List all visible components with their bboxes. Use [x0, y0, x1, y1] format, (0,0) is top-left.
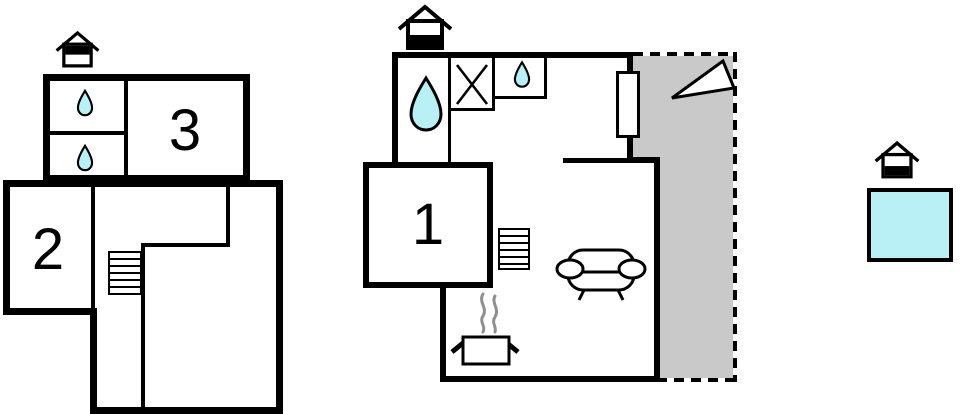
staircase-icon [498, 228, 530, 270]
terrace-dashed-border [657, 378, 735, 382]
outer-wall [627, 157, 660, 163]
outer-wall [3, 180, 10, 315]
waterdrop-icon [76, 88, 94, 117]
pool [867, 188, 953, 262]
sink-waterdrop-icon [513, 60, 531, 88]
interior-wall [141, 243, 145, 407]
outer-wall [3, 308, 97, 315]
north-arrow-icon [671, 58, 737, 100]
room-3-label: 3 [168, 98, 202, 163]
waterdrop-icon [76, 143, 94, 172]
outer-wall [90, 308, 97, 414]
outer-wall [627, 52, 633, 76]
interior-wall [448, 108, 495, 111]
interior-wall [563, 158, 627, 163]
waterdrop-icon [409, 75, 443, 132]
outer-wall [627, 136, 633, 162]
interior-wall [141, 243, 230, 247]
terrace-dashed-border [733, 52, 737, 382]
interior-wall [124, 81, 128, 175]
outer-wall [90, 407, 283, 414]
room-2-label: 2 [31, 217, 65, 282]
room-1-outline [363, 162, 493, 288]
outer-wall [3, 180, 283, 187]
stove-icon [455, 64, 489, 105]
window-marker [616, 71, 640, 138]
upper-block-outline [43, 74, 250, 182]
outer-wall [654, 157, 660, 382]
house-ground-level-icon [397, 4, 453, 50]
room-1-label: 1 [411, 192, 445, 257]
interior-wall [492, 58, 495, 111]
house-ground-level-icon [874, 140, 920, 179]
interior-wall [91, 187, 95, 308]
house-upper-level-icon [55, 30, 100, 68]
terrace-area [660, 56, 733, 378]
interior-wall [226, 187, 230, 245]
staircase-icon [108, 251, 142, 295]
interior-wall [50, 131, 124, 135]
outer-wall [440, 282, 446, 382]
outer-wall [392, 52, 398, 164]
interior-wall [495, 96, 547, 99]
outer-wall [440, 376, 660, 382]
outer-wall [276, 180, 283, 414]
outer-wall [392, 52, 633, 58]
terrace-dashed-border [633, 52, 737, 56]
interior-wall [544, 58, 547, 99]
sofa-icon [555, 248, 647, 301]
cooking-pot-icon [450, 292, 520, 366]
